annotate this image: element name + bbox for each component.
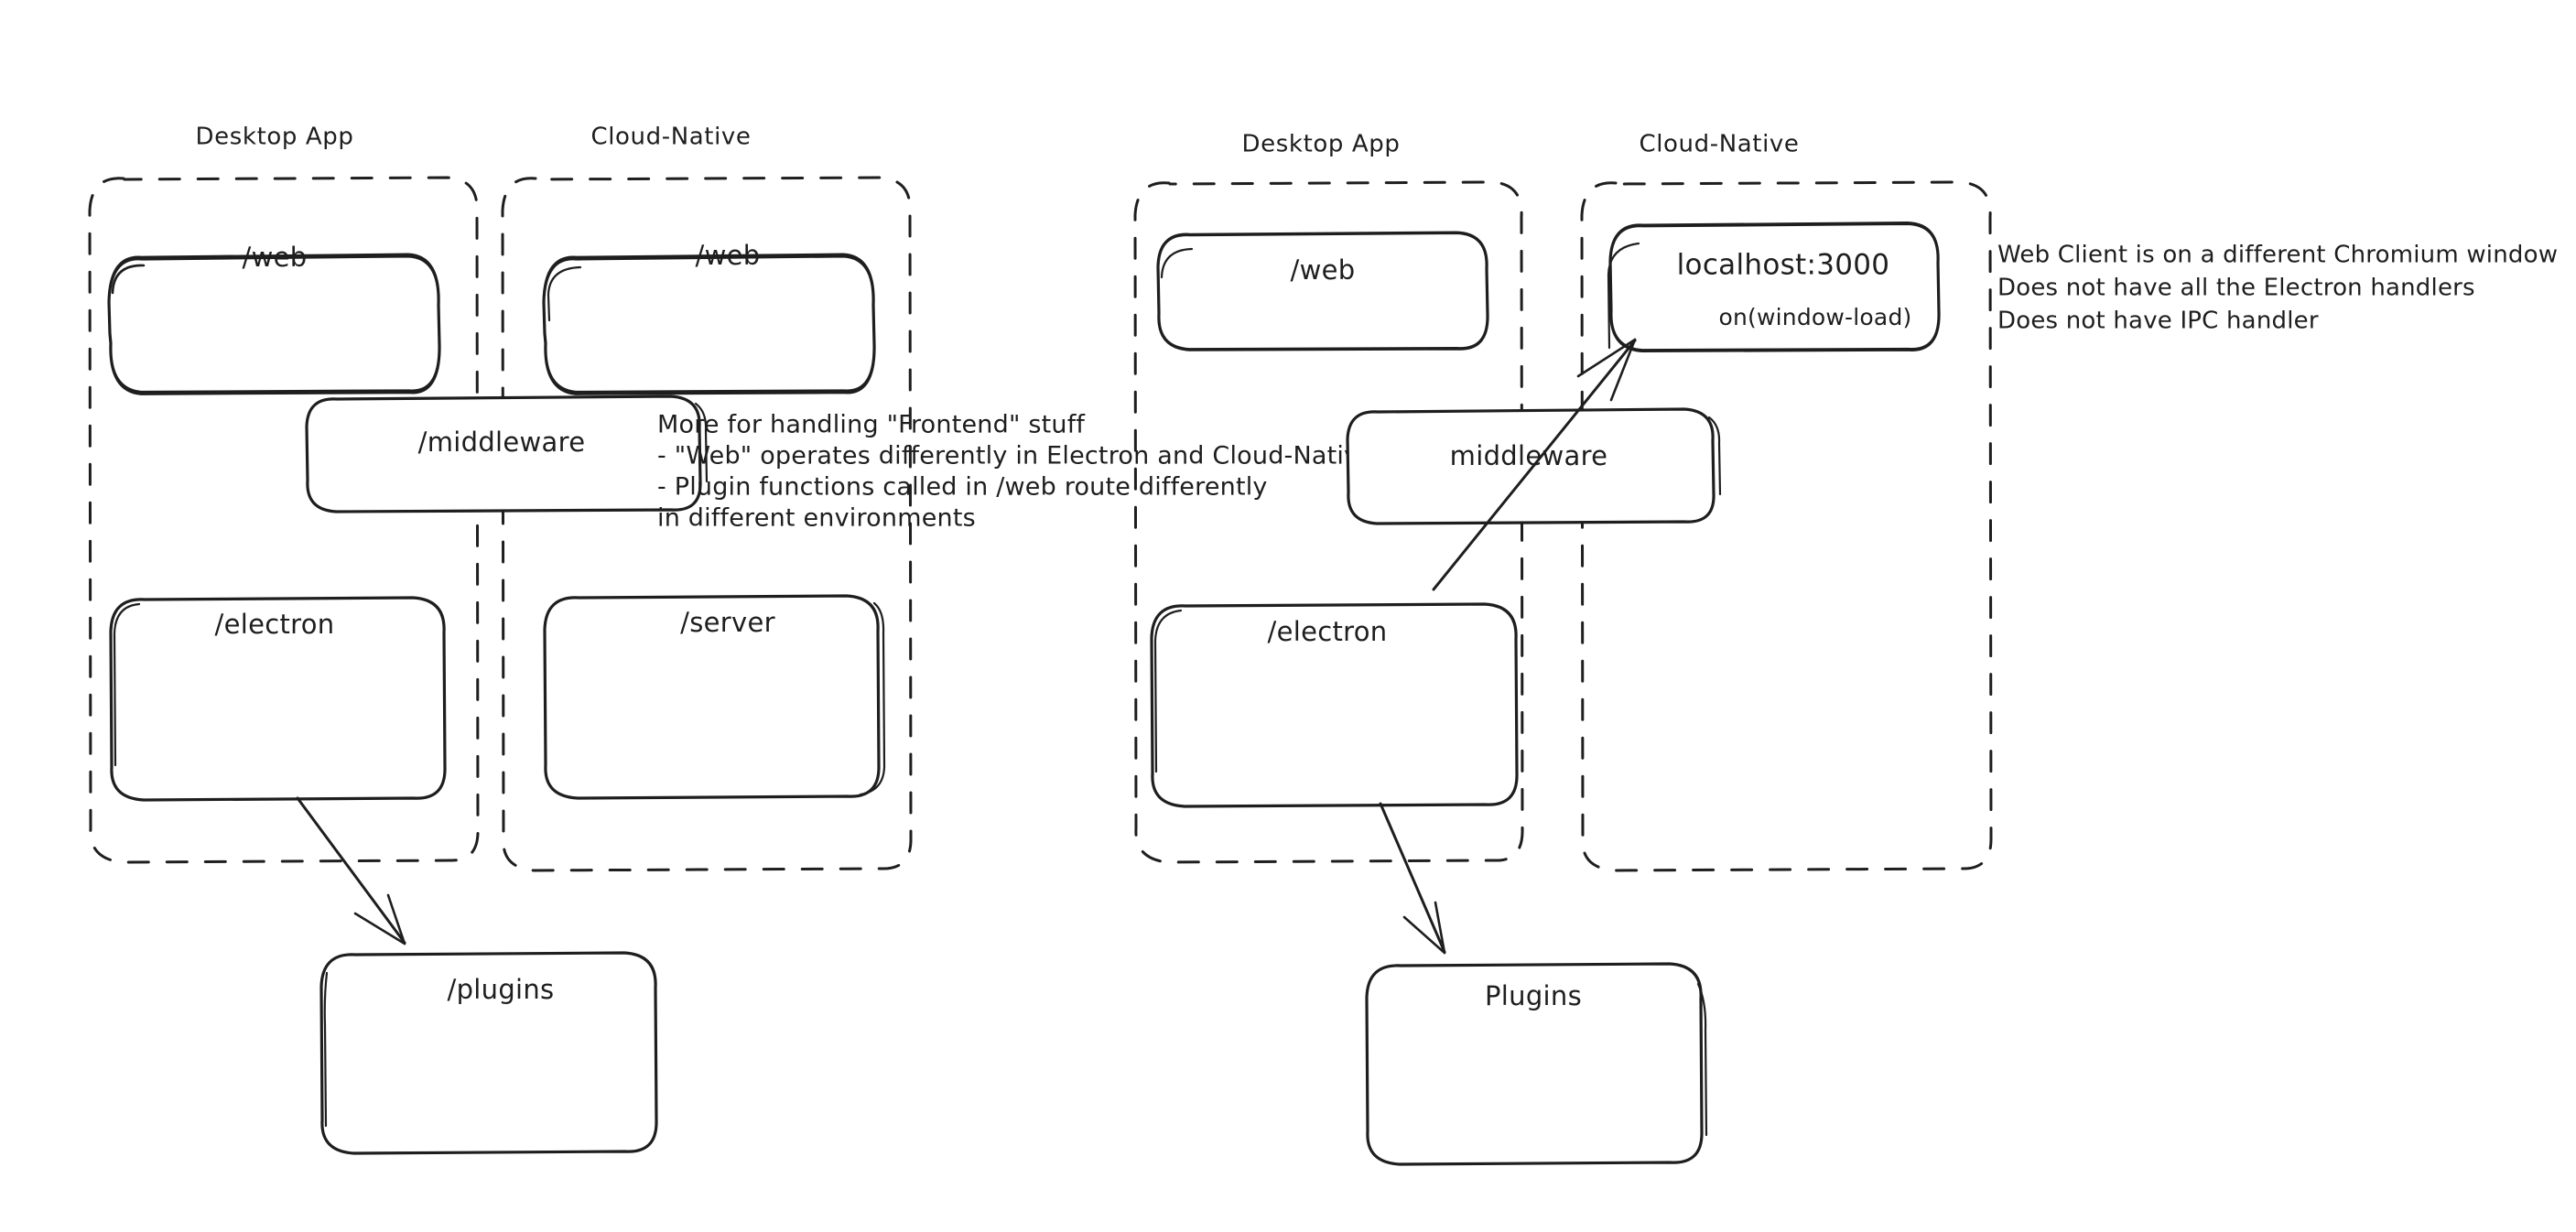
node-left-plugins[interactable]: /plugins <box>319 951 658 1155</box>
node-left-desktop-web[interactable]: /web <box>107 242 441 395</box>
node-left-middleware[interactable]: /middleware <box>305 394 709 513</box>
group-label-right-cloud-native: Cloud-Native <box>1639 131 1799 158</box>
node-label-right-plugins: Plugins <box>1485 980 1582 1011</box>
note-green-line-3: - Plugin functions called in /web route … <box>657 473 1268 502</box>
group-left-cloud-native: Cloud-Native <box>501 124 913 872</box>
note-green: More for handling "Frontend" stuff - "We… <box>657 411 1374 533</box>
node-label-left-middleware: /middleware <box>418 427 586 458</box>
group-left-desktop-app: Desktop App <box>88 124 480 864</box>
node-sublabel-right-localhost: on(window-load) <box>1719 304 1912 330</box>
group-right-desktop-app: Desktop App <box>1133 131 1524 864</box>
node-label-right-electron: /electron <box>1268 616 1388 647</box>
node-left-server[interactable]: /server <box>543 594 886 800</box>
node-label-left-electron: /electron <box>215 609 335 640</box>
node-label-left-server: /server <box>680 607 775 638</box>
node-label-left-cloud-web: /web <box>696 240 761 271</box>
arrow-right-electron-to-plugins <box>1379 802 1446 955</box>
node-right-electron[interactable]: /electron <box>1150 602 1519 808</box>
arrow-right-electron-to-localhost <box>1432 338 1637 591</box>
note-red: Web Client is on a different Chromium wi… <box>1997 242 2558 335</box>
note-red-line-3: Does not have IPC handler <box>1997 308 2319 335</box>
node-label-right-middleware: middleware <box>1450 440 1608 471</box>
node-label-left-desktop-web: /web <box>243 242 308 273</box>
note-green-line-4: in different environments <box>657 504 976 533</box>
node-left-electron[interactable]: /electron <box>109 596 447 802</box>
note-green-line-1: More for handling "Frontend" stuff <box>657 411 1086 439</box>
node-right-localhost[interactable]: localhost:3000 on(window-load) <box>1607 222 1941 353</box>
group-label-left-desktop-app: Desktop App <box>196 124 354 151</box>
group-right-cloud-native: Cloud-Native <box>1580 131 1993 872</box>
node-label-left-plugins: /plugins <box>448 974 555 1005</box>
node-right-plugins[interactable]: Plugins <box>1365 962 1708 1166</box>
node-right-middleware[interactable]: middleware <box>1346 407 1722 525</box>
note-green-line-2: - "Web" operates differently in Electron… <box>657 442 1374 470</box>
group-label-right-desktop-app: Desktop App <box>1242 131 1401 158</box>
arrow-left-electron-to-plugins <box>296 796 406 946</box>
group-label-left-cloud-native: Cloud-Native <box>590 124 751 151</box>
note-red-line-1: Web Client is on a different Chromium wi… <box>1997 242 2558 269</box>
node-label-right-desktop-web: /web <box>1291 254 1356 286</box>
node-right-desktop-web[interactable]: /web <box>1156 231 1489 351</box>
note-red-line-2: Does not have all the Electron handlers <box>1997 275 2475 302</box>
node-left-cloud-web[interactable]: /web <box>542 240 876 395</box>
node-label-right-localhost: localhost:3000 <box>1677 249 1890 282</box>
